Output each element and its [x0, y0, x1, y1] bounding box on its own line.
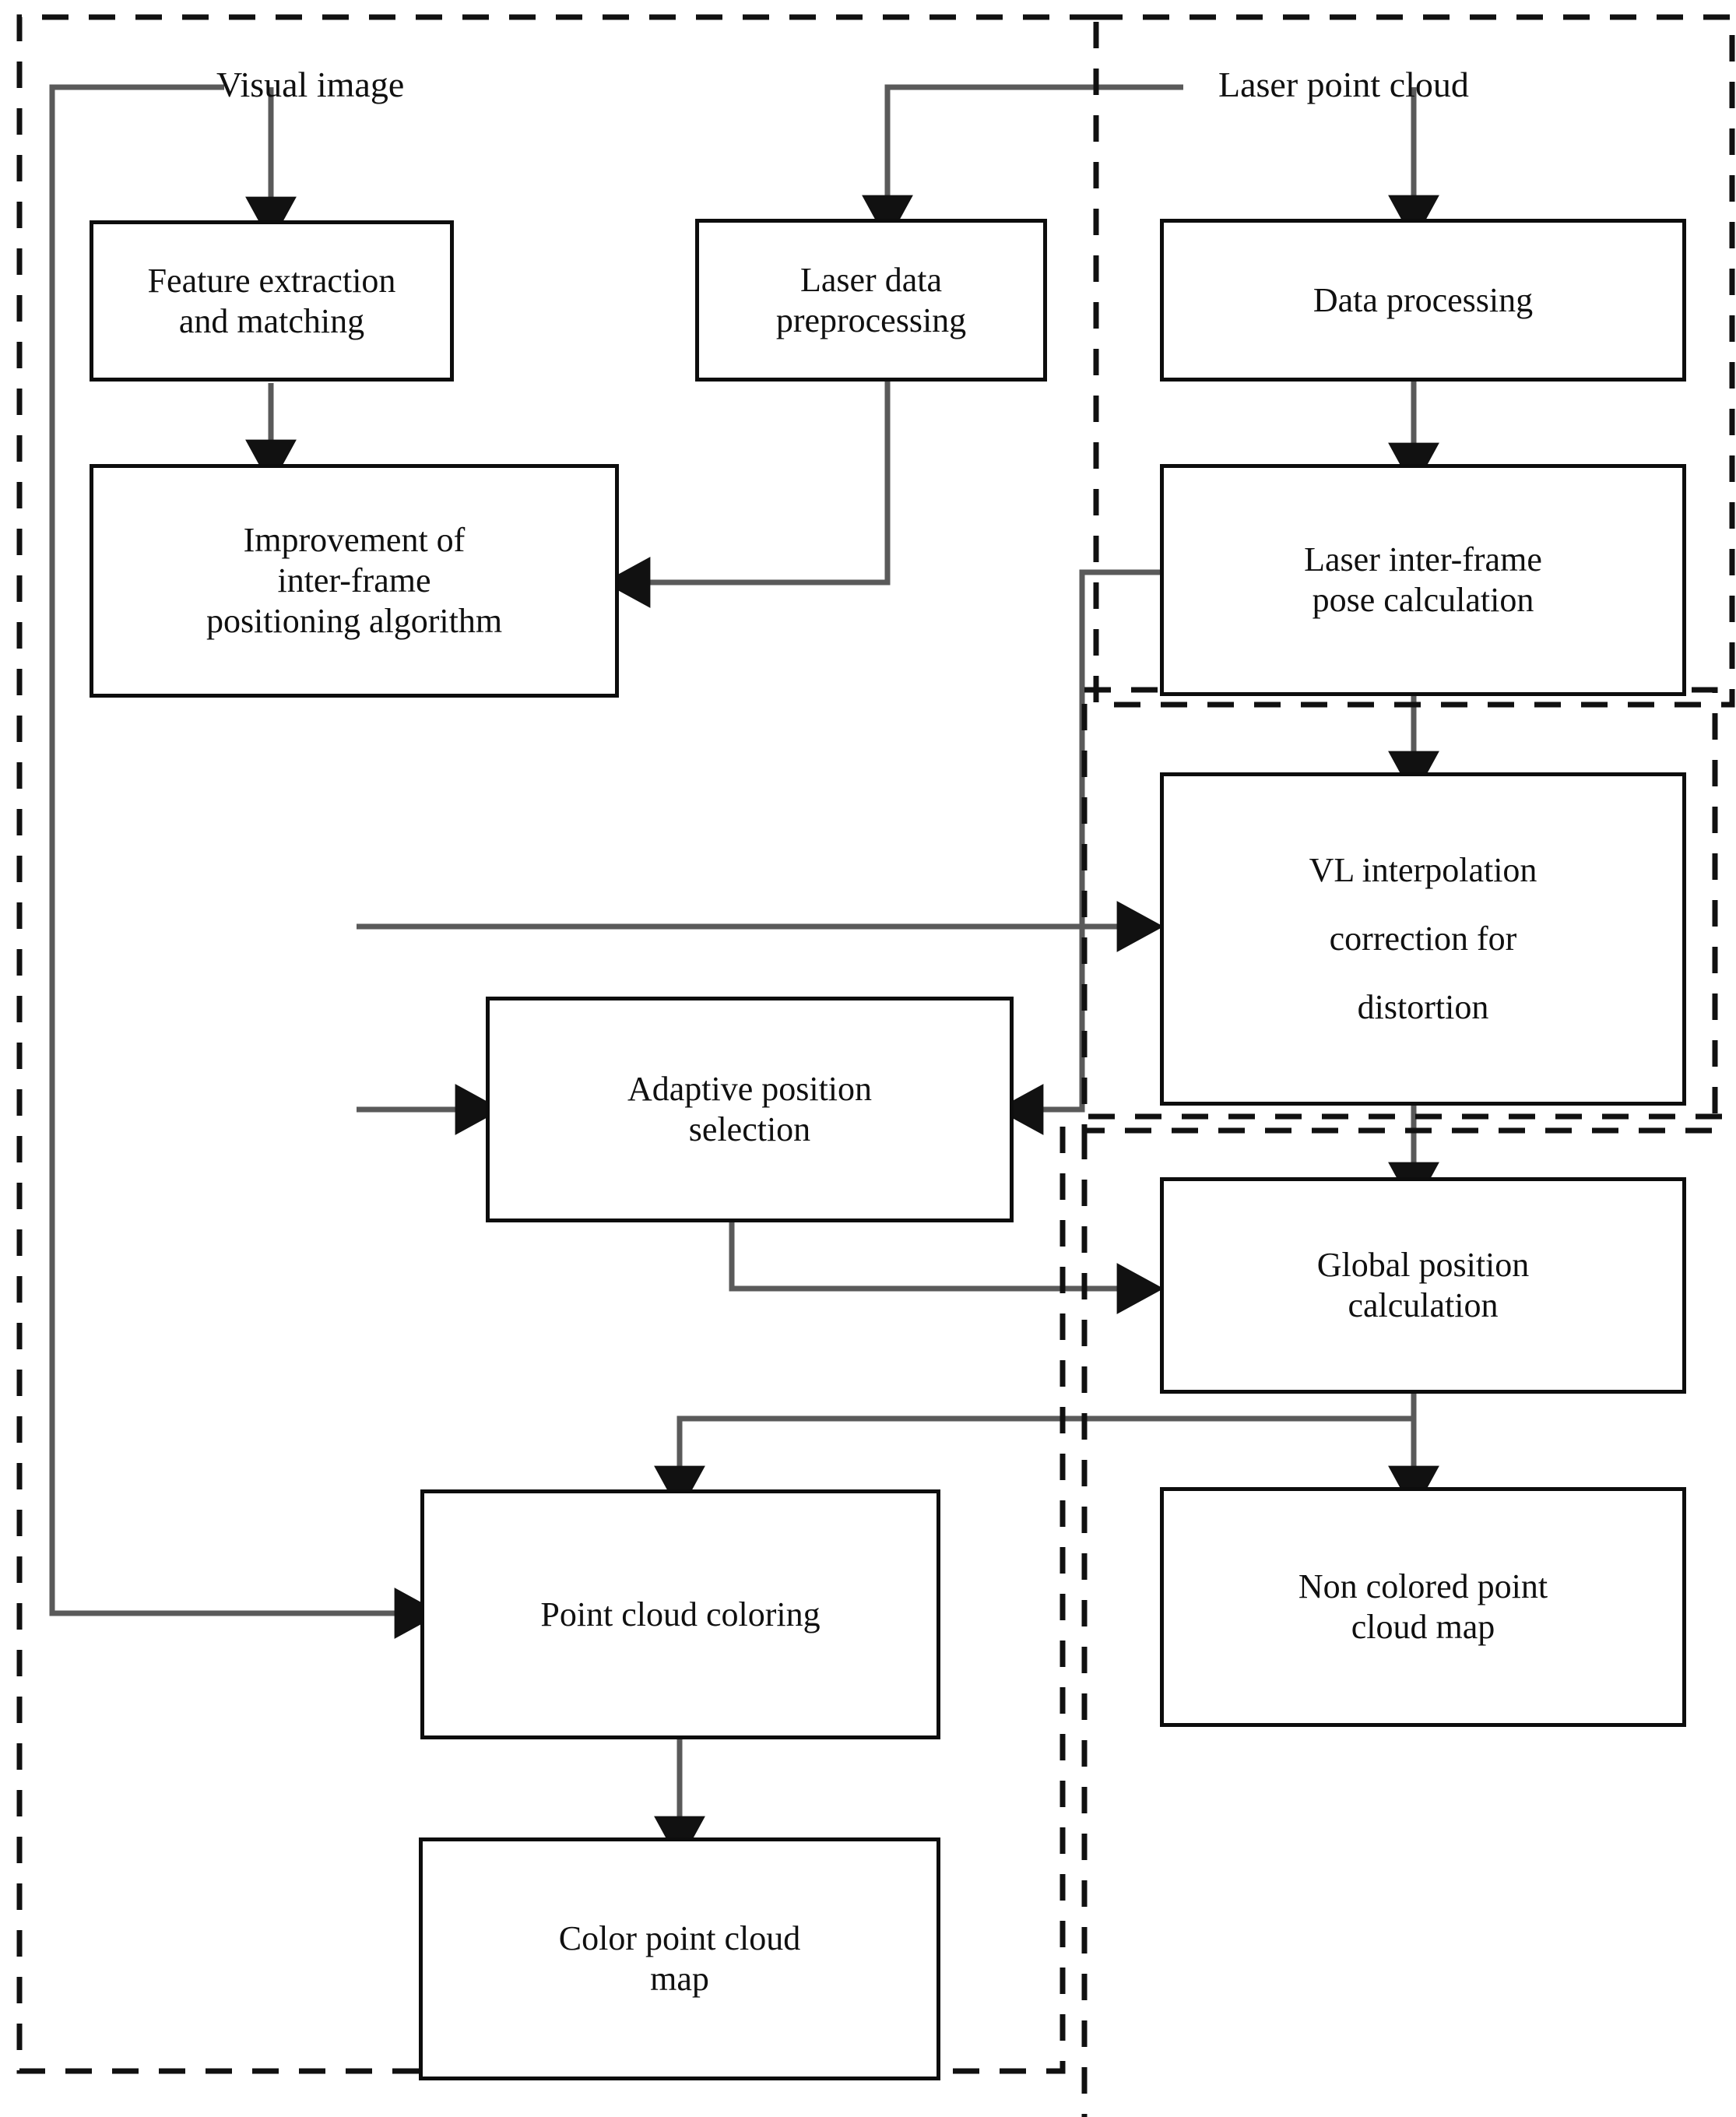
node-label-feature-extraction: Feature extraction and matching	[147, 261, 396, 340]
node-non-colored-map[interactable]: Non colored point cloud map	[1160, 1487, 1686, 1727]
edge-preprocessing-to-improvement	[603, 382, 891, 608]
edge-pose-to-adaptive	[996, 569, 1160, 1135]
edge-adaptive-to-global	[729, 1222, 1164, 1314]
node-label-data-processing: Data processing	[1313, 280, 1534, 319]
node-interframe-improvement[interactable]: Improvement of inter-frame positioning a…	[90, 464, 619, 698]
node-vl-interpolation[interactable]: VL interpolation correction for distorti…	[1160, 772, 1686, 1106]
node-adaptive-selection[interactable]: Adaptive position selection	[486, 997, 1014, 1222]
edge-visual-to-coloring	[49, 84, 441, 1639]
input-label-laser-point-cloud: Laser point cloud	[1218, 65, 1469, 104]
node-data-processing[interactable]: Data processing	[1160, 219, 1686, 382]
node-label-laser-preprocessing: Laser data preprocessing	[775, 260, 967, 339]
node-laser-pose-calculation[interactable]: Laser inter-frame pose calculation	[1160, 464, 1686, 696]
node-global-position[interactable]: Global position calculation	[1160, 1177, 1686, 1394]
node-label-color-map: Color point cloud map	[558, 1919, 801, 1998]
node-label-non-colored-map: Non colored point cloud map	[1298, 1567, 1548, 1646]
node-label-adaptive-selection: Adaptive position selection	[627, 1070, 873, 1148]
edge-group	[49, 84, 1439, 1863]
group-laser-branch-outline	[1093, 14, 1735, 708]
group-mapping-outline	[1081, 1113, 1722, 2117]
node-label-laser-pose-calculation: Laser inter-frame pose calculation	[1304, 540, 1542, 619]
node-laser-preprocessing[interactable]: Laser data preprocessing	[695, 219, 1047, 382]
node-label-vl-interpolation: VL interpolation correction for distorti…	[1309, 851, 1537, 1026]
group-visual-branch-outline	[16, 14, 1096, 2074]
node-label-global-position: Global position calculation	[1316, 1246, 1530, 1324]
edge-global-to-coloring	[654, 1394, 1417, 1513]
node-label-point-cloud-coloring: Point cloud coloring	[540, 1595, 821, 1633]
node-label-interframe-improvement: Improvement of inter-frame positioning a…	[206, 521, 503, 640]
node-point-cloud-coloring[interactable]: Point cloud coloring	[420, 1489, 940, 1739]
input-label-visual-image: Visual image	[216, 65, 405, 104]
node-color-map[interactable]: Color point cloud map	[419, 1837, 940, 2080]
edge-laser-to-preprocessing	[862, 84, 1183, 242]
node-feature-extraction[interactable]: Feature extraction and matching	[90, 220, 454, 382]
